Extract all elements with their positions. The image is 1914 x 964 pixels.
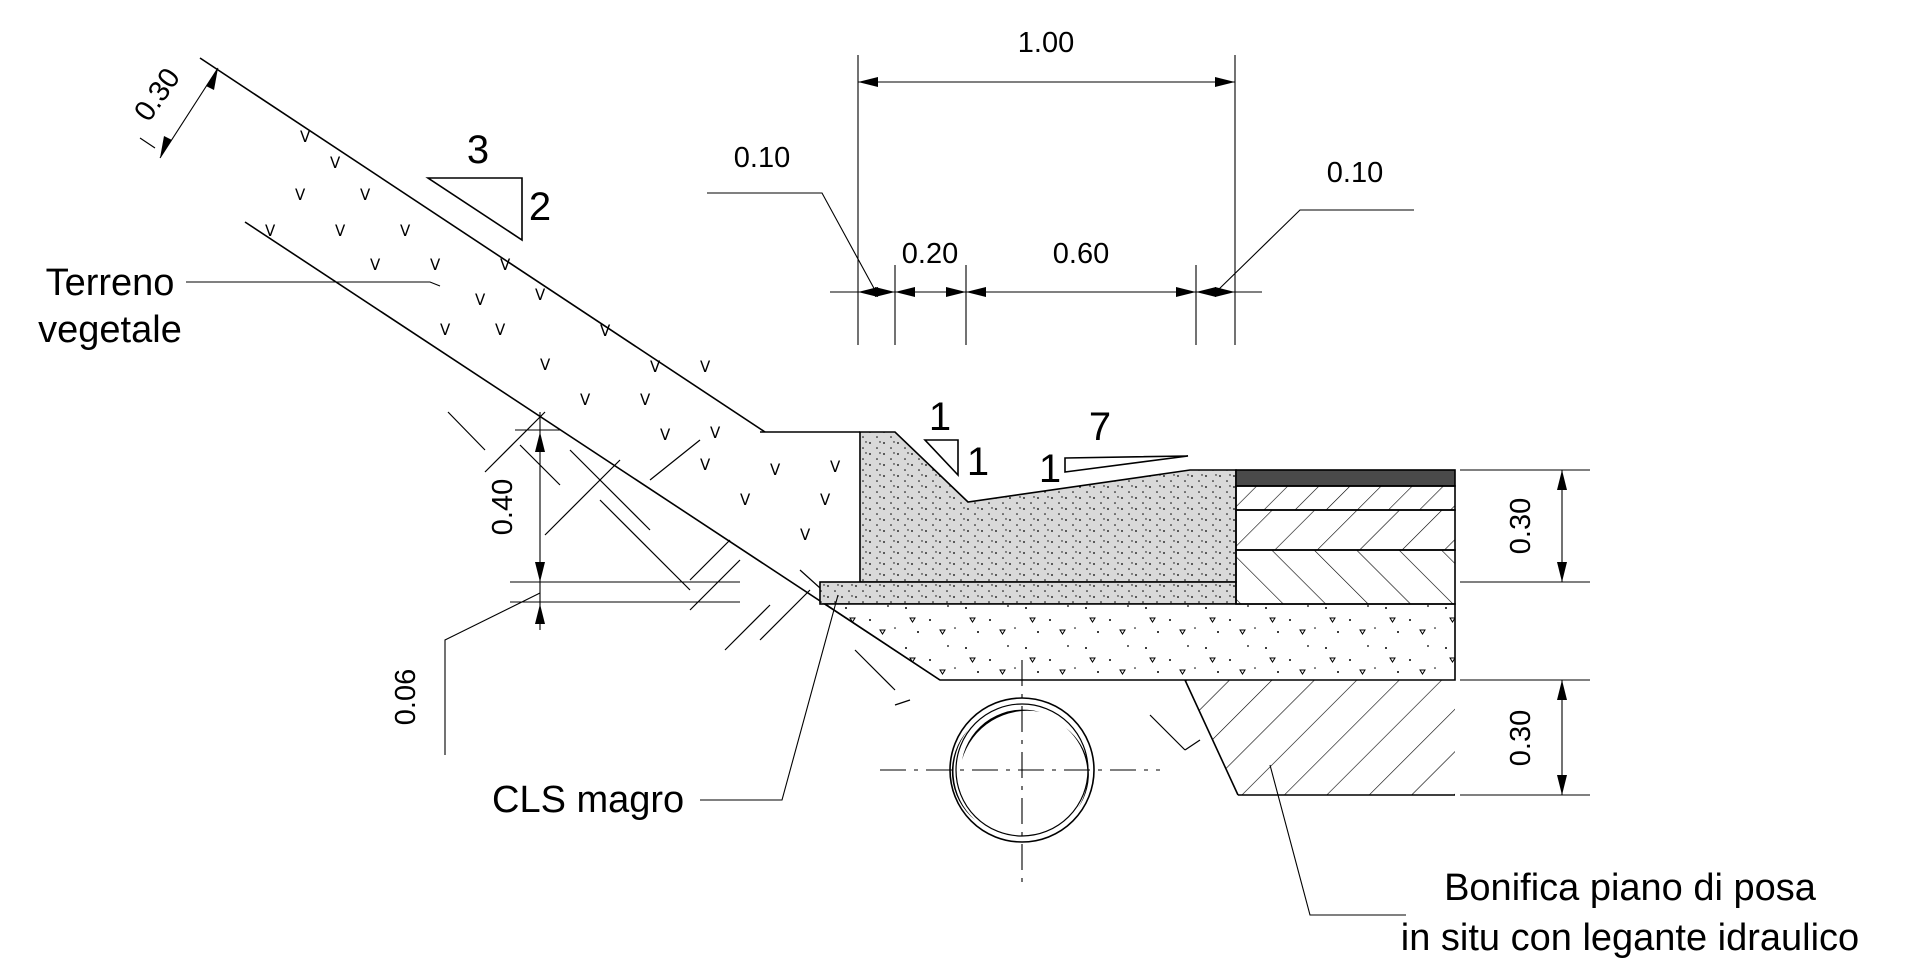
dimension-top-width: 1.00 [857, 27, 1236, 345]
dim-pavement-depth: 0.30 [1505, 498, 1537, 554]
dimension-cls-thickness: 0.06 [390, 592, 541, 755]
svg-text:ᐯ: ᐯ [370, 256, 381, 274]
svg-text:ᐯ: ᐯ [440, 321, 451, 339]
svg-text:ᐯ: ᐯ [820, 491, 831, 509]
svg-text:ᐯ: ᐯ [335, 222, 346, 240]
dimension-slope-thickness: 0.30 [128, 63, 219, 159]
svg-text:ᐯ: ᐯ [580, 391, 591, 409]
cls-magro-layer [819, 581, 1237, 605]
svg-text:ᐯ: ᐯ [430, 256, 441, 274]
pavement-layers [1235, 469, 1456, 605]
svg-text:ᐯ: ᐯ [800, 526, 811, 544]
label-terreno-vegetale: Terreno vegetale [38, 262, 441, 351]
embankment-topsoil: ᐯ ᐯ ᐯ ᐯ ᐯ ᐯ ᐯ ᐯ ᐯ ᐯ ᐯ ᐯ ᐯ ᐯ ᐯ ᐯ ᐯ ᐯ ᐯ ᐯ … [139, 55, 941, 681]
svg-text:ᐯ: ᐯ [300, 128, 311, 146]
label-bonifica-line1: Bonifica piano di posa [1444, 867, 1817, 909]
svg-text:ᐯ: ᐯ [770, 461, 781, 479]
slope-embankment-v: 2 [529, 185, 551, 229]
dim-top-width: 1.00 [1018, 27, 1074, 59]
slope-gutter-v: 1 [1039, 447, 1061, 491]
svg-text:ᐯ: ᐯ [400, 222, 411, 240]
dimension-chain: 0.20 0.60 0.10 0.10 [707, 142, 1414, 345]
label-terreno-line2: vegetale [38, 309, 182, 351]
label-cls-magro-text: CLS magro [492, 779, 684, 821]
dim-topsoil-depth: 0.40 [487, 479, 519, 535]
svg-text:ᐯ: ᐯ [540, 356, 551, 374]
slope-gutter-h: 7 [1089, 405, 1111, 449]
dim-slope-thickness: 0.30 [128, 63, 187, 128]
label-bonifica: Bonifica piano di posa in situ con legan… [1269, 764, 1859, 959]
foundation-gravel [822, 603, 1456, 681]
svg-text:ᐯ: ᐯ [360, 186, 371, 204]
drain-pipe [880, 660, 1160, 890]
dimension-pavement-depth: 0.30 [1460, 469, 1590, 583]
slope-kerb-h: 1 [929, 395, 951, 439]
slope-kerb-v: 1 [967, 440, 989, 484]
svg-text:ᐯ: ᐯ [600, 322, 611, 340]
label-terreno-line1: Terreno [46, 262, 175, 304]
svg-text:ᐯ: ᐯ [830, 458, 841, 476]
topsoil-symbols: ᐯ ᐯ ᐯ ᐯ ᐯ ᐯ ᐯ ᐯ ᐯ ᐯ ᐯ ᐯ ᐯ ᐯ ᐯ ᐯ ᐯ ᐯ ᐯ ᐯ … [265, 128, 841, 544]
label-cls-magro: CLS magro [492, 594, 839, 821]
svg-text:ᐯ: ᐯ [330, 154, 341, 172]
slope-embankment-h: 3 [467, 128, 489, 172]
slope-indicator-gutter: 7 1 [1039, 405, 1189, 491]
dim-right-offset: 0.10 [1327, 157, 1383, 189]
dimension-bonifica-depth: 0.30 [1460, 679, 1590, 796]
svg-text:ᐯ: ᐯ [660, 426, 671, 444]
dim-left-offset: 0.10 [734, 142, 790, 174]
svg-text:ᐯ: ᐯ [640, 391, 651, 409]
dimension-topsoil-depth: 0.40 [487, 412, 560, 630]
bonifica-layer [1184, 679, 1455, 796]
svg-text:ᐯ: ᐯ [495, 321, 506, 339]
svg-text:ᐯ: ᐯ [700, 456, 711, 474]
svg-text:ᐯ: ᐯ [535, 286, 546, 304]
svg-text:ᐯ: ᐯ [500, 256, 511, 274]
label-bonifica-line2: in situ con legante idraulico [1401, 917, 1859, 959]
svg-text:ᐯ: ᐯ [700, 358, 711, 376]
dim-bonifica-depth: 0.30 [1505, 710, 1537, 766]
slope-indicator-kerb: 1 1 [923, 395, 989, 484]
dim-cls-thickness: 0.06 [390, 669, 422, 725]
dim-part-b: 0.60 [1053, 238, 1109, 270]
svg-text:ᐯ: ᐯ [295, 186, 306, 204]
svg-text:ᐯ: ᐯ [740, 491, 751, 509]
svg-text:ᐯ: ᐯ [475, 291, 486, 309]
svg-text:ᐯ: ᐯ [265, 222, 276, 240]
svg-text:ᐯ: ᐯ [650, 358, 661, 376]
slope-indicator-embankment: 3 2 [425, 128, 551, 242]
svg-text:ᐯ: ᐯ [710, 424, 721, 442]
dim-part-a: 0.20 [902, 238, 958, 270]
